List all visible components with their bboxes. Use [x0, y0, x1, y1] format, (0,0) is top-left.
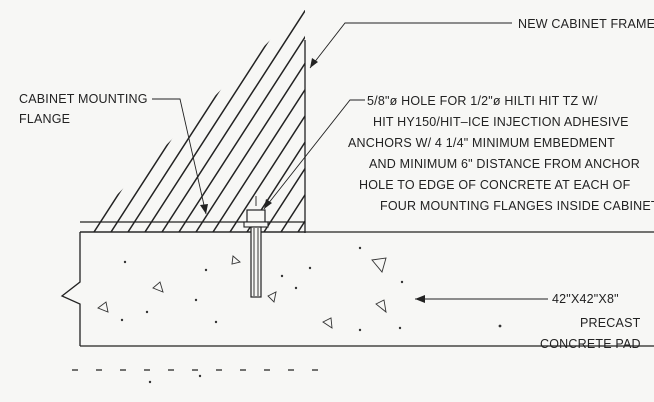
hatch-line: [110, 10, 262, 232]
hatch-line: [161, 10, 305, 232]
label-precast: PRECAST: [580, 316, 641, 330]
anchor-note-line: HOLE TO EDGE OF CONCRETE AT EACH OF: [359, 178, 631, 192]
label-concrete-pad: CONCRETE PAD: [540, 337, 641, 351]
concrete-pad-break-edge: [60, 232, 81, 346]
hatch-line: [80, 10, 228, 232]
hatch-line: [144, 10, 296, 232]
hatch-line: [246, 10, 305, 232]
leader-flange: [152, 98, 207, 215]
anchor-note-line: HIT HY150/HIT–ICE INJECTION ADHESIVE: [373, 115, 629, 129]
hatch-line: [229, 10, 305, 232]
label-new-cabinet-frame: NEW CABINET FRAME: [518, 17, 654, 31]
leader-anchor: [263, 99, 365, 210]
hatch-line: [127, 10, 279, 232]
anchor-note-line: 5/8"ø HOLE FOR 1/2"ø HILTI HIT TZ W/: [367, 94, 598, 108]
label-anchor-note: 5/8"ø HOLE FOR 1/2"ø HILTI HIT TZ W/HIT …: [348, 94, 654, 213]
hatch-line: [195, 10, 305, 232]
hatch-line: [263, 10, 305, 232]
anchor-note-line: FOUR MOUNTING FLANGES INSIDE CABINET.: [380, 199, 654, 213]
label-pad-size: 42"X42"X8": [552, 292, 619, 306]
anchor-note-line: ANCHORS W/ 4 1/4" MINIMUM EMBEDMENT: [348, 136, 615, 150]
label-cabinet-mounting: CABINET MOUNTING: [19, 92, 148, 106]
hatch-line: [178, 10, 305, 232]
anchor-bolt: [243, 196, 269, 298]
label-flange: FLANGE: [19, 112, 70, 126]
hatch-line: [212, 10, 305, 232]
anchor-note-line: AND MINIMUM 6" DISTANCE FROM ANCHOR: [369, 157, 640, 171]
hatch-line: [80, 10, 211, 232]
concrete-aggregate: [97, 246, 502, 384]
hatch-line: [93, 10, 245, 232]
leader-frame: [309, 22, 512, 69]
